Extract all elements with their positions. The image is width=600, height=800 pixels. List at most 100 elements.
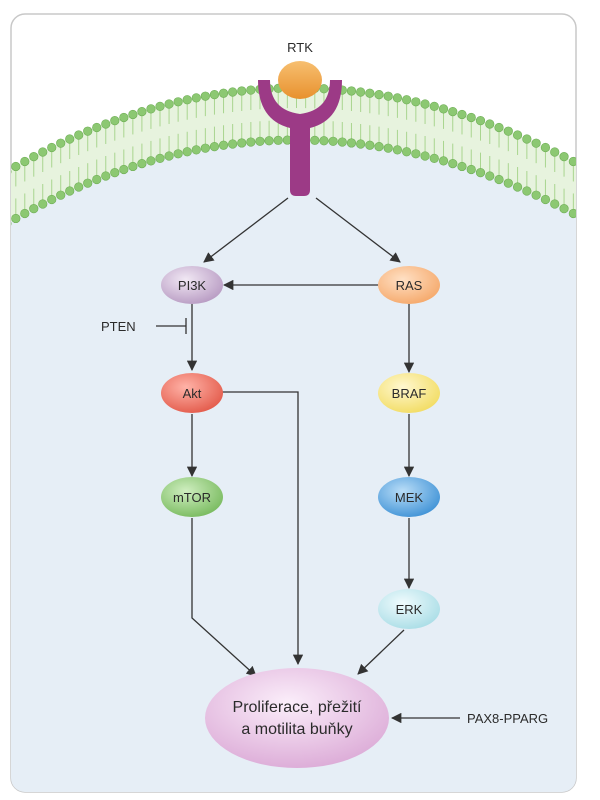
braf-ellipse [378, 373, 440, 413]
lipid-head [209, 90, 220, 100]
lipid-head [420, 151, 430, 161]
node-outcome: Proliferace, přežití a motilita buňky [205, 668, 389, 768]
lipid-head [392, 145, 403, 155]
lipid-head [56, 138, 66, 148]
lipid-head [540, 194, 551, 205]
node-akt: Akt [161, 373, 223, 413]
lipid-head [466, 112, 476, 123]
lipid-head [494, 122, 504, 133]
lipid-head [200, 143, 210, 153]
lipid-head [20, 156, 30, 167]
lipid-head [503, 178, 513, 188]
lipid-head [11, 161, 21, 172]
cytoplasm [11, 140, 576, 792]
node-braf: BRAF [378, 373, 440, 413]
ras-ellipse [378, 266, 440, 304]
lipid-head [110, 168, 120, 178]
lipid-head [182, 95, 192, 105]
lipid-head [92, 174, 102, 185]
lipid-head [531, 138, 541, 148]
lipid-head [83, 178, 93, 188]
lipid-head [438, 156, 449, 166]
lipid-head [429, 101, 439, 111]
lipid-head [346, 138, 357, 148]
lipid-head [356, 87, 366, 97]
pi3k-label: PI3K [178, 278, 207, 293]
lipid-head [119, 164, 129, 175]
node-pi3k: PI3K [161, 266, 223, 304]
lipid-head [56, 190, 66, 200]
lipid-head [578, 162, 587, 171]
lipid-head [74, 130, 84, 140]
node-erk: ERK [378, 589, 440, 629]
lipid-head [402, 95, 412, 105]
lipid-head [137, 158, 147, 169]
lipid-head [550, 147, 560, 157]
lipid-head [38, 147, 48, 157]
mtor-label: mTOR [173, 490, 211, 505]
lipid-head [466, 164, 476, 175]
pi3k-ellipse [161, 266, 223, 304]
edge-rtk-ras [315, 197, 401, 263]
lipid-head [128, 161, 138, 172]
cell-membrane [11, 88, 576, 240]
lipid-head [273, 135, 283, 145]
lipid-head [218, 140, 229, 150]
lipid-head [29, 152, 39, 162]
lipid-head [512, 182, 523, 192]
lipid-head [191, 145, 201, 155]
rtk-receptor: RTK [258, 40, 342, 196]
lipid-head [559, 152, 569, 162]
lipid-head [92, 122, 102, 133]
lipid-head [578, 214, 587, 223]
lipid-head [146, 104, 156, 114]
erk-label: ERK [396, 602, 423, 617]
lipid-head [29, 204, 39, 214]
edge-akt-outcome [222, 391, 304, 666]
lipid-head [374, 142, 384, 152]
lipid-head [237, 138, 247, 148]
lipid-head [522, 186, 532, 196]
edge-erk-outcome [357, 629, 405, 675]
pten-label: PTEN [101, 319, 136, 334]
lipid-head [411, 149, 421, 159]
ras-label: RAS [396, 278, 423, 293]
lipid-head [218, 88, 229, 98]
lipid-head [0, 225, 2, 234]
lipid-head [457, 109, 467, 120]
lipid-head [228, 87, 238, 97]
lipid-head [346, 86, 357, 96]
lipid-head [255, 136, 265, 146]
lipid-head [328, 136, 338, 146]
receptor-shape [258, 80, 342, 196]
node-mek: MEK [378, 477, 440, 517]
lipid-head [402, 147, 412, 157]
lipid-head [65, 134, 75, 144]
lipid-head [173, 97, 183, 107]
ligand-circle [278, 61, 322, 99]
lipid-head [173, 149, 183, 159]
lipid-head [503, 126, 513, 136]
lipid-head [11, 218, 12, 229]
lipid-head [475, 116, 486, 126]
node-mtor: mTOR [161, 477, 223, 517]
lipid-head [448, 158, 458, 169]
lipid-head [119, 112, 129, 123]
pathway-edges [156, 197, 460, 724]
lipid-head [101, 171, 111, 181]
lipid-head [310, 135, 320, 145]
mek-label: MEK [395, 490, 424, 505]
lipid-head [11, 213, 21, 224]
node-ras: RAS [378, 266, 440, 304]
lipid-head [319, 136, 329, 146]
lipid-head [155, 153, 165, 163]
lipid-head [411, 97, 421, 107]
lipid-head [0, 173, 2, 182]
lipid-head [365, 140, 375, 150]
lipid-head [47, 194, 57, 205]
lipid-head [246, 85, 256, 95]
pax8-pparg-label: PAX8-PPARG [467, 711, 548, 726]
lipid-head [383, 91, 393, 101]
lipid-head [74, 182, 84, 192]
